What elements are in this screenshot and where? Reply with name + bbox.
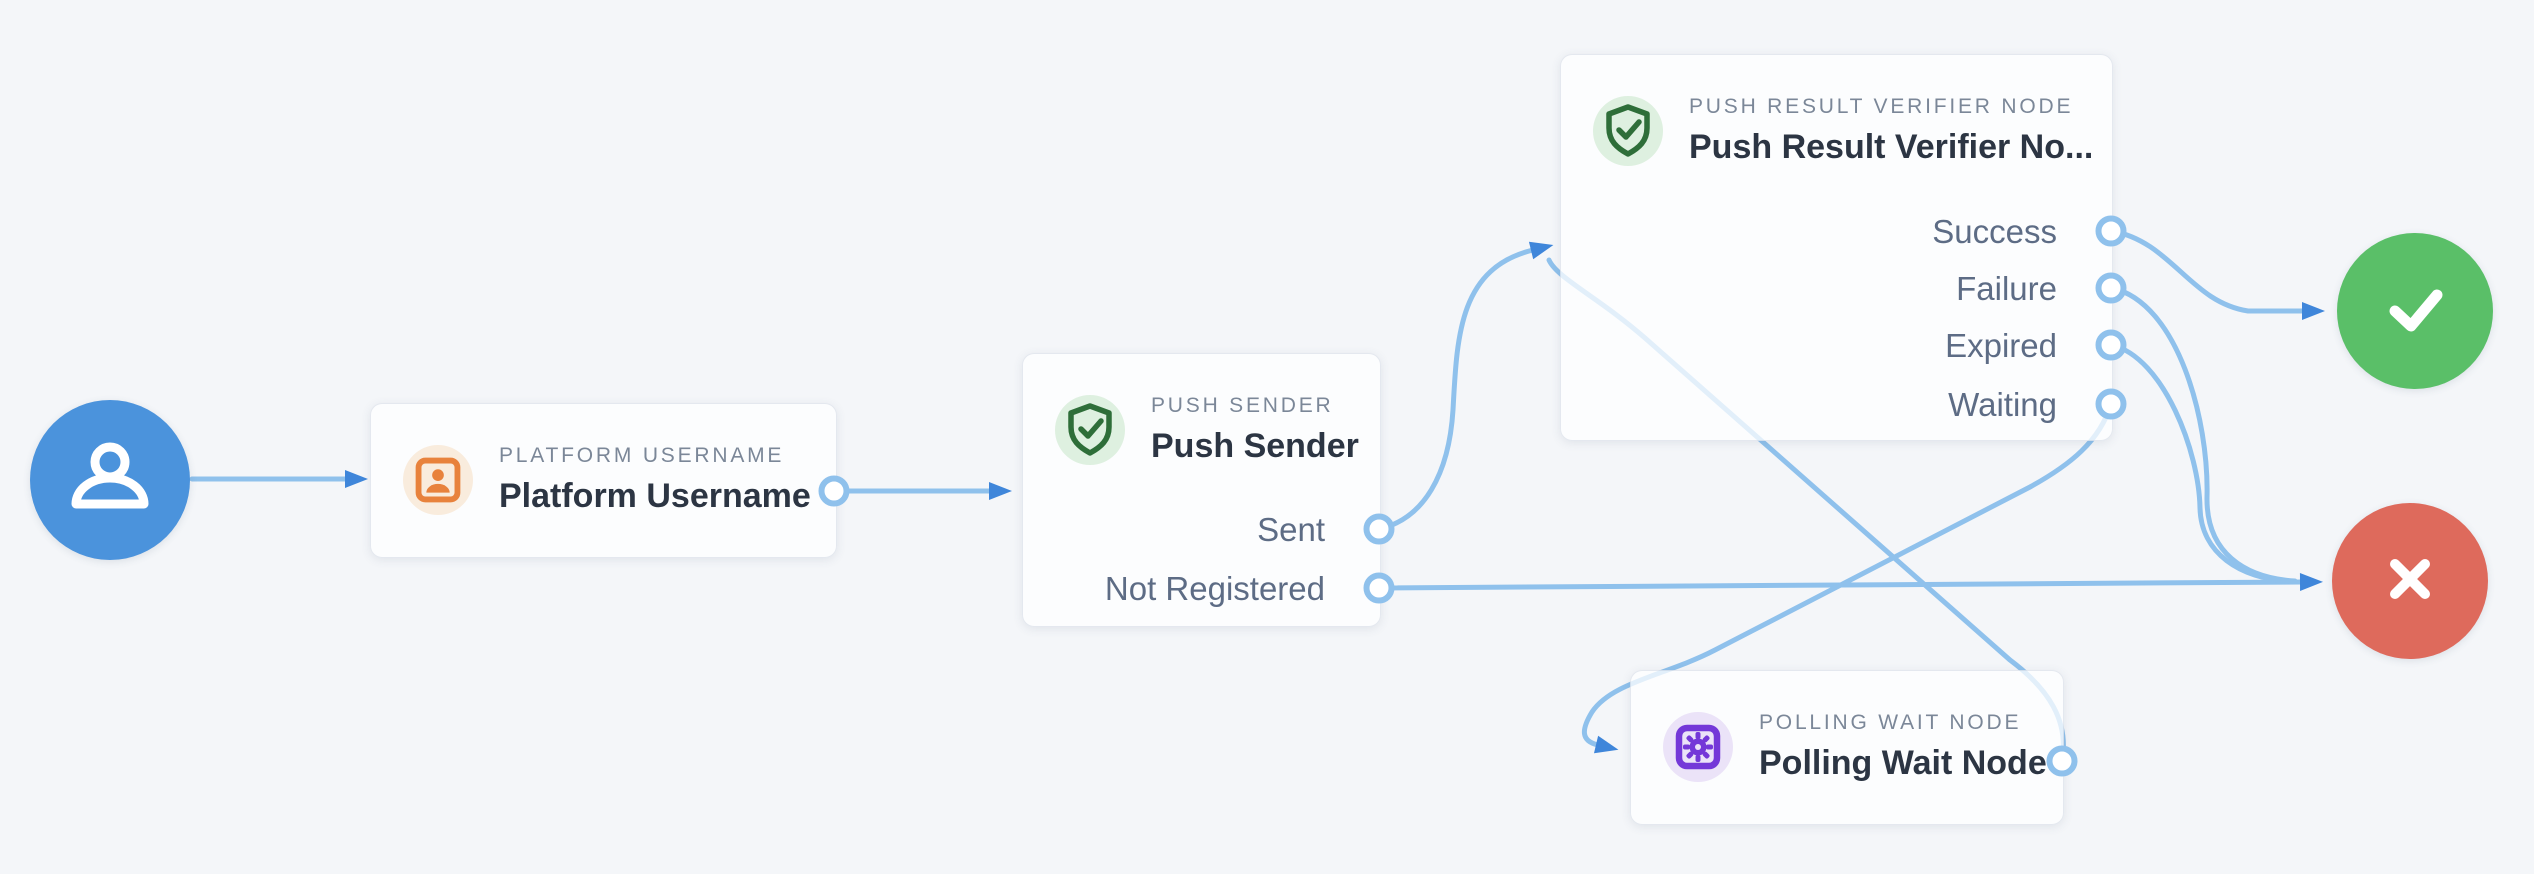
node-push-result-verifier[interactable]: PUSH RESULT VERIFIER NODE Push Result Ve… [1560, 54, 2113, 441]
x-icon [2360, 529, 2460, 634]
node-header: PUSH SENDER Push Sender [1055, 394, 1359, 466]
link-sent-to-verifier [1376, 241, 1554, 532]
node-header: PUSH RESULT VERIFIER NODE Push Result Ve… [1593, 95, 2093, 167]
node-platform-username[interactable]: PLATFORM USERNAME Platform Username [370, 403, 837, 558]
shield-check-icon [1593, 96, 1663, 166]
output-label-sent: Sent [1257, 511, 1325, 548]
output-label-waiting: Waiting [1948, 386, 2057, 423]
node-category-label: POLLING WAIT NODE [1759, 711, 2022, 734]
node-title: Polling Wait Node [1759, 744, 2047, 782]
port-platform-username-out[interactable] [818, 475, 850, 507]
output-label-failure: Failure [1956, 270, 2057, 307]
port-verifier-success[interactable] [2095, 215, 2127, 247]
output-label-not-registered: Not Registered [1104, 570, 1325, 607]
node-polling-wait[interactable]: POLLING WAIT NODE Polling Wait Node [1630, 670, 2064, 825]
output-label-success: Success [1932, 213, 2057, 250]
link-failure-to-failure-terminal [2109, 285, 2298, 584]
node-category-label: PLATFORM USERNAME [499, 444, 785, 467]
node-header: PLATFORM USERNAME Platform Username [403, 444, 811, 516]
node-title: Platform Username [499, 477, 811, 515]
port-polling-wait-out[interactable] [2046, 745, 2078, 777]
port-verifier-failure[interactable] [2095, 272, 2127, 304]
shield-check-icon [1055, 395, 1125, 465]
node-title: Push Result Verifier No... [1689, 128, 2094, 166]
success-terminal[interactable] [2337, 233, 2493, 389]
gear-square-icon [1663, 712, 1733, 782]
port-push-sender-not-registered[interactable] [1363, 572, 1395, 604]
failure-terminal[interactable] [2332, 503, 2488, 659]
check-icon [2365, 259, 2465, 364]
port-verifier-expired[interactable] [2095, 329, 2127, 361]
link-waiting-to-polling [1582, 401, 2114, 754]
node-category-label: PUSH SENDER [1151, 394, 1334, 417]
link-success-to-success-terminal [2109, 228, 2325, 320]
node-push-sender[interactable]: PUSH SENDER Push Sender Sent Not Registe… [1022, 353, 1381, 627]
user-icon [64, 432, 156, 529]
node-category-label: PUSH RESULT VERIFIER NODE [1689, 95, 2074, 118]
node-header: POLLING WAIT NODE Polling Wait Node [1663, 711, 2047, 783]
start-node[interactable] [30, 400, 190, 560]
id-badge-icon [403, 445, 473, 515]
port-push-sender-sent[interactable] [1363, 513, 1395, 545]
output-label-expired: Expired [1945, 327, 2057, 364]
node-title: Push Sender [1151, 427, 1359, 465]
link-expired-to-failure-terminal [2109, 342, 2293, 584]
port-verifier-waiting[interactable] [2095, 388, 2127, 420]
